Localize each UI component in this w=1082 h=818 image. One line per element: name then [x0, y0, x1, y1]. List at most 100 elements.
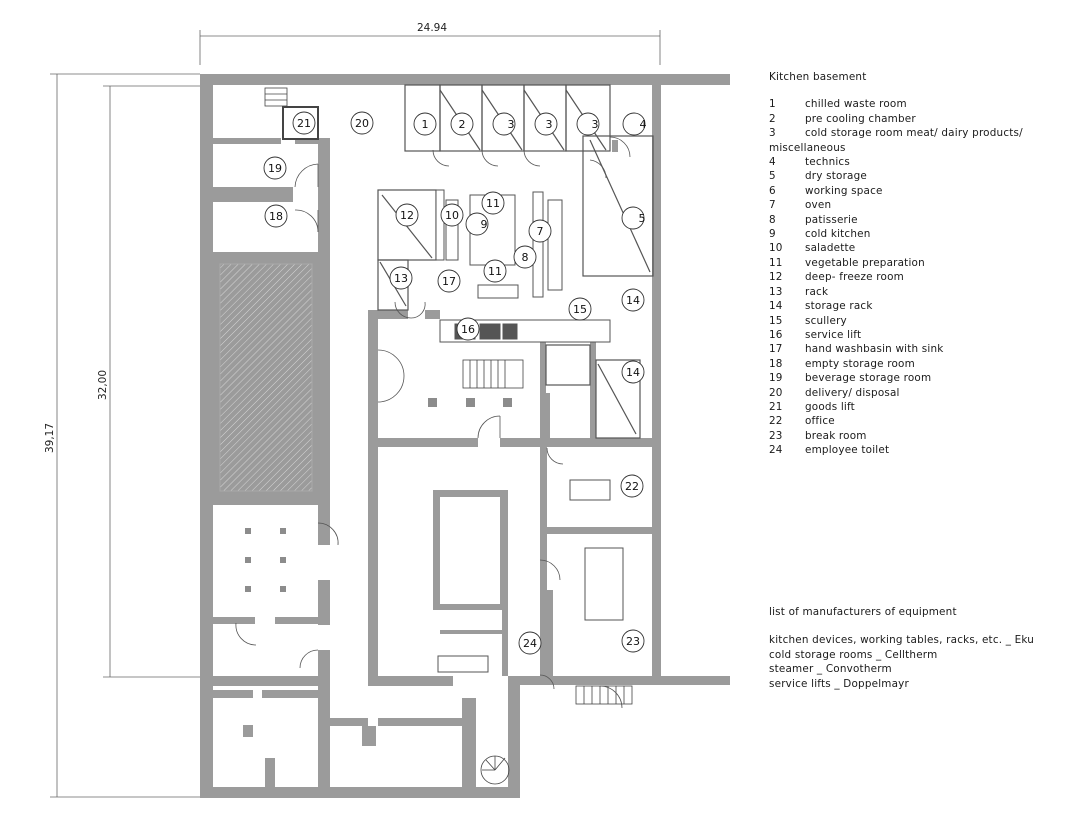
legend-item-number: 15 [769, 314, 783, 327]
legend-item-label: beverage storage room [805, 372, 932, 385]
room-label-text: 1 [422, 118, 429, 131]
manufacturers-title: list of manufacturers of equipment [769, 606, 957, 618]
room-label-16: 16 [456, 317, 480, 341]
columns [245, 398, 512, 592]
legend-item: 22 office [769, 414, 1069, 428]
room-labels: 1 2 3 3 3 4 5 7 8 9 10 11 11 12 13 14 14… [263, 111, 647, 655]
room-label-5: 5 [621, 206, 646, 230]
legend-title: Kitchen basement [769, 71, 867, 83]
dimension-height-outer: 39,17 [44, 423, 56, 453]
room-label-text: 15 [573, 303, 587, 316]
legend-item-label: office [805, 415, 835, 428]
legend-item: miscellaneous [769, 141, 1069, 155]
room-label-text: 24 [523, 637, 537, 650]
room-label-7: 7 [528, 219, 552, 243]
room-label-text: 14 [626, 294, 640, 307]
legend-item-number: 2 [769, 112, 776, 125]
legend-item-label: working space [805, 184, 883, 197]
room-label-text: 22 [625, 480, 639, 493]
room-label-23: 23 [621, 629, 645, 653]
legend-item-number: 9 [769, 228, 776, 241]
room-label-3a: 3 [492, 112, 516, 136]
legend-item-number: 12 [769, 271, 783, 284]
doors [235, 136, 631, 709]
room-label-11b: 11 [483, 259, 507, 283]
room-label-text: 4 [640, 118, 647, 131]
legend-item-number: 6 [769, 184, 776, 197]
room-label-18: 18 [264, 204, 288, 228]
room-label-24: 24 [518, 631, 542, 655]
room-label-text: 11 [486, 197, 500, 210]
manufacturers-list: list of manufacturers of equipment kitch… [769, 605, 1079, 691]
room-label-text: 19 [268, 162, 282, 175]
goods-lift [282, 106, 319, 140]
legend-item-number: 14 [769, 300, 783, 313]
room-label-3b: 3 [534, 112, 558, 136]
legend-item-number: 5 [769, 170, 776, 183]
room-label-11a: 11 [481, 191, 505, 215]
legend-item-number: 1 [769, 98, 776, 111]
room-label-text: 14 [626, 366, 640, 379]
room-label-10: 10 [440, 203, 464, 227]
room-label-4: 4 [622, 112, 647, 136]
legend-item-number: 16 [769, 328, 783, 341]
room-label-text: 13 [394, 272, 408, 285]
legend-item-label: technics [805, 156, 850, 169]
legend-item-number: 13 [769, 285, 783, 298]
room-label-text: 17 [442, 275, 456, 288]
legend-item-label: employee toilet [805, 444, 890, 457]
legend-item: 1 chilled waste room [769, 97, 1069, 111]
dimension-lines [50, 30, 661, 798]
legend-item-label: miscellaneous [769, 141, 846, 154]
room-label-text: 3 [592, 118, 599, 131]
legend-item-number: 24 [769, 444, 783, 457]
room-label-text: 10 [445, 209, 459, 222]
legend-item-number: 21 [769, 400, 783, 413]
legend-item-label: vegetable preparation [805, 256, 925, 269]
legend-item-number: 8 [769, 213, 776, 226]
room-label-text: 21 [297, 117, 311, 130]
dimension-width: 24.94 [417, 22, 447, 34]
room-label-text: 2 [459, 118, 466, 131]
legend-item-label: hand washbasin with sink [805, 343, 944, 356]
room-label-text: 20 [355, 117, 369, 130]
room-label-text: 16 [461, 323, 475, 336]
legend-item-label: empty storage room [805, 357, 915, 370]
room-label-21: 21 [292, 111, 316, 135]
legend-item-label: oven [805, 199, 832, 212]
legend-item-label: deep- freeze room [805, 271, 904, 284]
room-label-text: 23 [626, 635, 640, 648]
legend-item-label: cold storage room meat/ dairy products/ [805, 127, 1023, 140]
room-label-14a: 14 [621, 288, 645, 312]
room-label-8: 8 [513, 245, 537, 269]
room-label-20: 20 [350, 111, 374, 135]
legend-item-number: 20 [769, 386, 783, 399]
legend-item-number: 7 [769, 199, 776, 212]
legend-item: 18 empty storage room [769, 357, 1069, 371]
legend-item-label: chilled waste room [805, 98, 907, 111]
legend-item: 7 oven [769, 198, 1069, 212]
manufacturer-line: steamer _ Convotherm [769, 663, 892, 676]
room-label-14b: 14 [621, 360, 645, 384]
manufacturer-line: cold storage rooms _ Celltherm [769, 648, 938, 661]
legend-item-label: cold kitchen [805, 228, 871, 241]
room-label-text: 3 [546, 118, 553, 131]
room-label-text: 9 [481, 218, 488, 231]
legend-item-number: 18 [769, 357, 783, 370]
legend-item-label: break room [805, 429, 867, 442]
legend-item-label: saladette [805, 242, 856, 255]
legend-item-number: 22 [769, 415, 783, 428]
cold-rooms [377, 84, 654, 439]
